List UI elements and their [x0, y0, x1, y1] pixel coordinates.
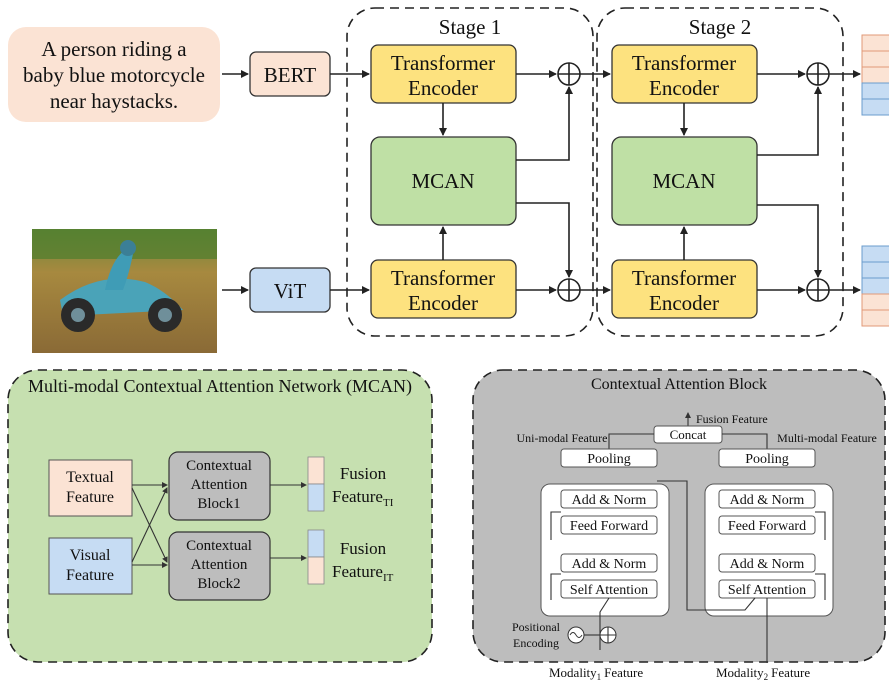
visual-label-2: Feature	[66, 567, 114, 584]
contextual-attention-block-2: Contextual Attention Block2	[168, 531, 271, 601]
text-output-feature	[861, 34, 889, 116]
add-norm-box	[560, 489, 658, 509]
input-image	[32, 229, 217, 353]
pooling-label: Pooling	[587, 452, 631, 467]
text-input-caption: A person riding a baby blue motorcycle n…	[8, 27, 220, 122]
encoder-line-1: Transformer	[632, 51, 736, 75]
textual-label-2: Feature	[66, 489, 114, 506]
encoder-line-2: Encoder	[649, 76, 719, 100]
pooling-box-left	[560, 448, 658, 468]
bert-label: BERT	[264, 63, 317, 87]
add-norm-box	[718, 553, 816, 573]
vit-label: ViT	[274, 279, 307, 303]
encoder-line-1: Transformer	[632, 266, 736, 290]
fusion-feature-it-vector	[307, 529, 325, 585]
stage-1-label: Stage 1	[439, 15, 501, 39]
add-norm-box	[718, 489, 816, 509]
sum-node-icon	[806, 278, 830, 302]
stage2-mcan: MCAN	[611, 136, 758, 226]
stage-2-frame	[596, 7, 844, 337]
encoder-line-2: Encoder	[649, 291, 719, 315]
bert-box: BERT	[249, 51, 331, 97]
encoder-line-1: Transformer	[391, 266, 495, 290]
cab-panel-title: Contextual Attention Block	[591, 376, 767, 393]
stage1-text-encoder: Transformer Encoder	[370, 44, 517, 104]
cab2-line-2: Attention	[191, 557, 248, 573]
mcan-panel-title: Multi-modal Contextual Attention Network…	[28, 376, 412, 397]
stage2-image-encoder: Transformer Encoder	[611, 259, 758, 319]
caption-line-1: A person riding a	[41, 37, 187, 61]
encoder-line-2: Encoder	[408, 76, 478, 100]
sum-node-icon	[557, 62, 581, 86]
svg-text:Add & Norm: Add & Norm	[730, 493, 805, 508]
contextual-attention-block-1: Contextual Attention Block1	[168, 451, 271, 521]
image-output-feature	[861, 245, 889, 327]
fusion-feature-label: Fusion Feature	[696, 412, 768, 426]
vit-box: ViT	[249, 267, 331, 313]
svg-text:Add & Norm: Add & Norm	[730, 557, 805, 572]
stage2-text-encoder: Transformer Encoder	[611, 44, 758, 104]
svg-text:Feed Forward: Feed Forward	[570, 519, 648, 534]
fusion-ti-line-2: FeatureTI	[332, 487, 394, 509]
textual-label-1: Textual	[66, 469, 114, 486]
stage-1-frame	[346, 7, 594, 337]
add-norm-box	[560, 553, 658, 573]
fusion-feature-ti-vector	[307, 456, 325, 512]
textual-feature-box: Textual Feature	[48, 459, 133, 517]
svg-text:Self Attention: Self Attention	[728, 583, 806, 598]
stage1-image-encoder: Transformer Encoder	[370, 259, 517, 319]
mcan-label: MCAN	[652, 169, 715, 193]
stage-2-label: Stage 2	[689, 15, 751, 39]
sum-node-icon	[806, 62, 830, 86]
feed-forward-box	[560, 515, 658, 535]
caption-line-2: baby blue motorcycle	[23, 63, 205, 87]
mcan-label: MCAN	[411, 169, 474, 193]
visual-label-1: Visual	[70, 547, 111, 564]
fusion-it-line-2: FeatureIT	[332, 562, 394, 584]
svg-text:Self Attention: Self Attention	[570, 583, 648, 598]
svg-text:Add & Norm: Add & Norm	[572, 557, 647, 572]
cab1-line-3: Block1	[197, 496, 240, 512]
multi-modal-label: Multi-modal Feature	[777, 431, 877, 445]
encoder-line-1: Transformer	[391, 51, 495, 75]
svg-text:Add & Norm: Add & Norm	[572, 493, 647, 508]
feed-forward-box	[718, 515, 816, 535]
cab2-line-1: Contextual	[186, 538, 252, 554]
pipeline-arrows	[222, 70, 861, 294]
cab1-line-1: Contextual	[186, 458, 252, 474]
positional-label-2: Encoding	[513, 636, 559, 650]
fusion-it-line-1: Fusion	[340, 539, 387, 558]
cab-panel: Contextual Attention Block Fusion Featur…	[472, 369, 886, 681]
pooling-box-right	[718, 448, 816, 468]
mcan-panel: Multi-modal Contextual Attention Network…	[7, 369, 433, 663]
caption-line-3: near haystacks.	[50, 89, 178, 113]
concat-label: Concat	[670, 427, 707, 442]
fusion-ti-line-1: Fusion	[340, 464, 387, 483]
cab2-line-3: Block2	[197, 576, 240, 592]
cab1-line-2: Attention	[191, 477, 248, 493]
uni-modal-label: Uni-modal Feature	[517, 431, 608, 445]
sum-node-icon	[557, 278, 581, 302]
stage1-mcan: MCAN	[370, 136, 517, 226]
positional-label-1: Positional	[512, 620, 561, 634]
pooling-label: Pooling	[745, 452, 789, 467]
visual-feature-box: Visual Feature	[48, 537, 133, 595]
encoder-line-2: Encoder	[408, 291, 478, 315]
svg-text:Feed Forward: Feed Forward	[728, 519, 806, 534]
